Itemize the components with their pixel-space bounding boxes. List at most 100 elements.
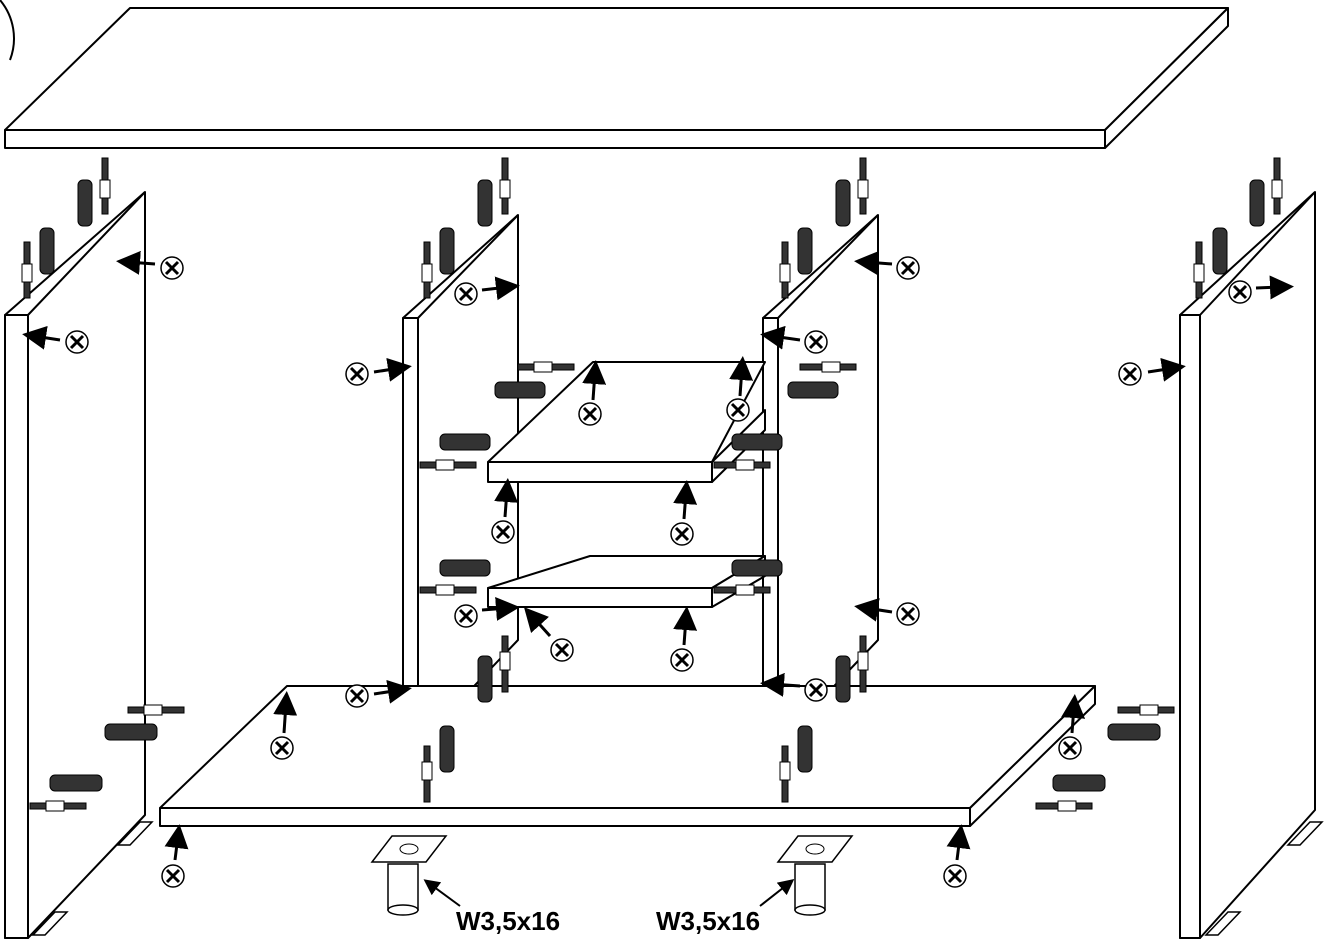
right-side-panel: [1179, 191, 1316, 939]
page-corner-circle: [0, 0, 15, 61]
cam-bolt-icon: [1117, 704, 1175, 716]
screw-label-left: W3,5x16: [456, 906, 560, 936]
cam-bolt-icon: [499, 635, 511, 693]
cam-bolt-icon: [127, 704, 185, 716]
cam-bolt-icon: [857, 635, 869, 693]
wooden-dowel-icon: [477, 179, 493, 227]
cam-lock-icon: [270, 736, 294, 760]
arrow-icon: [523, 607, 552, 638]
cam-lock-icon: [804, 678, 828, 702]
cam-bolt-icon: [799, 361, 857, 373]
arrow-icon: [273, 691, 298, 734]
wooden-dowel-icon: [1052, 774, 1106, 792]
cam-bolt-icon: [419, 459, 477, 471]
cam-lock-icon: [896, 256, 920, 280]
leg-foot-icon: [370, 835, 448, 916]
wooden-dowel-icon: [104, 723, 158, 741]
cam-lock-icon: [345, 684, 369, 708]
screw-label-right: W3,5x16: [656, 906, 760, 936]
cam-bolt-icon: [21, 241, 33, 299]
arrow-icon: [1061, 694, 1086, 734]
arrow-icon: [582, 360, 607, 401]
leg-foot-icon: [776, 835, 854, 916]
wooden-dowel-icon: [439, 433, 491, 451]
cam-bolt-icon: [1035, 800, 1093, 812]
arrow-icon: [854, 597, 893, 622]
wooden-dowel-icon: [439, 559, 491, 577]
cam-lock-icon: [1228, 280, 1252, 304]
cam-bolt-icon: [779, 241, 791, 299]
cam-bolt-icon: [29, 800, 87, 812]
cam-lock-icon: [345, 362, 369, 386]
arrow-icon: [373, 679, 412, 704]
wooden-dowel-icon: [39, 227, 55, 275]
wooden-dowel-icon: [494, 381, 546, 399]
arrow-icon: [423, 879, 461, 907]
arrow-icon: [481, 596, 520, 621]
cam-bolt-horizontal-group: [29, 361, 1175, 812]
arrow-icon: [760, 325, 801, 350]
bracket-icon: [31, 821, 1324, 936]
arrow-icon: [1147, 357, 1186, 382]
top-panel: [4, 7, 1229, 149]
wooden-dowel-icon: [787, 381, 839, 399]
cam-bolt-icon: [779, 745, 791, 803]
arrow-icon: [854, 250, 893, 275]
wooden-dowel-icon: [477, 655, 493, 703]
cam-lock-icon: [65, 330, 89, 354]
cam-lock-icon: [161, 864, 185, 888]
arrow-icon: [494, 478, 519, 518]
cam-lock-icon: [804, 330, 828, 354]
cam-bolt-icon: [517, 361, 575, 373]
cam-bolt-icon: [857, 157, 869, 215]
arrow-icon: [164, 824, 189, 861]
wooden-dowel-icon: [797, 725, 813, 773]
wooden-dowel-icon: [835, 655, 851, 703]
cam-lock-icon: [454, 282, 478, 306]
arrow-icon: [116, 250, 156, 275]
upper-shelf: [487, 361, 766, 483]
wooden-dowel-icon: [439, 227, 455, 275]
arrow-group: [22, 250, 1294, 861]
cam-lock-group: [65, 256, 1252, 888]
wooden-dowel-icon-group: [39, 179, 1265, 792]
wooden-dowel-icon: [77, 179, 93, 227]
arrow-icon: [373, 357, 412, 382]
cam-bolt-icon: [421, 241, 433, 299]
arrow-icon: [760, 672, 801, 697]
cam-bolt-icon: [1271, 157, 1283, 215]
cam-lock-icon: [491, 520, 515, 544]
wooden-dowel-icon: [797, 227, 813, 275]
cam-lock-icon: [454, 604, 478, 628]
wooden-dowel-icon: [1249, 179, 1265, 227]
cam-lock-icon: [160, 256, 184, 280]
cam-lock-icon: [670, 648, 694, 672]
arrow-icon: [22, 325, 61, 350]
lower-shelf: [487, 555, 766, 608]
cam-lock-icon: [1118, 362, 1142, 386]
middle-left-divider-panel: [402, 214, 519, 746]
arrow-icon: [946, 824, 971, 861]
wooden-dowel-icon: [731, 559, 783, 577]
cam-bolt-icon: [499, 157, 511, 215]
left-side-panel: [4, 191, 146, 939]
arrow-icon: [759, 879, 795, 907]
cam-bolt-icon: [99, 157, 111, 215]
wooden-dowel-icon: [731, 433, 783, 451]
cam-lock-icon: [578, 402, 602, 426]
bottom-panel: [159, 685, 1096, 827]
cam-lock-icon: [1058, 736, 1082, 760]
cam-lock-icon: [550, 638, 574, 662]
wooden-dowel-icon: [49, 774, 103, 792]
wooden-dowel-icon: [439, 725, 455, 773]
cam-bolt-icon: [419, 584, 477, 596]
wooden-dowel-icon: [835, 179, 851, 227]
arrow-icon: [673, 606, 698, 646]
cam-lock-icon: [896, 602, 920, 626]
cam-bolt-vertical-group: [21, 157, 1283, 803]
arrow-icon: [673, 480, 698, 520]
cam-bolt-icon: [1193, 241, 1205, 299]
arrow-icon: [481, 276, 520, 301]
cam-bolt-icon: [713, 584, 771, 596]
